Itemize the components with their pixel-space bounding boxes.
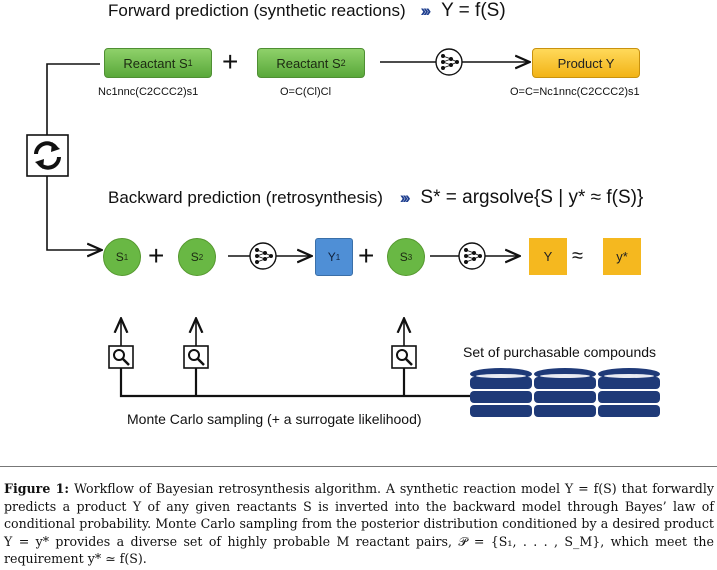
s3-sub: 3 — [407, 252, 413, 262]
smiles-product: O=C=Nc1nnc(C2CCC2)s1 — [510, 86, 640, 98]
database-icon — [470, 368, 532, 417]
reactant-s2-sub: 2 — [340, 58, 346, 68]
s1-sub: 1 — [123, 252, 129, 262]
neural-network-icon — [435, 48, 463, 76]
y-label: Y — [543, 249, 553, 264]
reactant-s2-label: Reactant S — [276, 55, 341, 71]
caption-divider — [0, 466, 717, 467]
database-icon — [598, 368, 660, 417]
s2-sub: 2 — [198, 252, 204, 262]
caption-text: Workflow of Bayesian retrosynthesis algo… — [4, 481, 714, 566]
ystar-node: y* — [603, 238, 641, 275]
backward-heading: Backward prediction (retrosynthesis) ›››… — [108, 187, 643, 209]
figure-caption: Figure 1: Workflow of Bayesian retrosynt… — [4, 480, 714, 568]
cycle-icon — [26, 134, 69, 177]
s2-label: S — [190, 250, 199, 264]
monte-carlo-label: Monte Carlo sampling (+ a surrogate like… — [127, 411, 422, 427]
forward-formula: Y = f(S) — [441, 0, 506, 21]
ystar-label: y* — [616, 249, 628, 264]
plus-sign: + — [222, 46, 239, 77]
neural-network-icon — [249, 242, 277, 270]
forward-heading: Forward prediction (synthetic reactions)… — [108, 0, 506, 22]
backward-heading-text: Backward prediction (retrosynthesis) — [108, 188, 383, 207]
diagram-graphics — [26, 48, 660, 417]
y1-label: Y — [327, 250, 336, 264]
y-node: Y — [529, 238, 567, 275]
reactant-s1-sub: 1 — [187, 58, 193, 68]
reactant-s1-label: Reactant S — [123, 55, 188, 71]
y1-sub: 1 — [335, 252, 341, 262]
plus-sign: + — [358, 240, 375, 271]
product-y-label: Product Y — [557, 55, 615, 71]
magnifier-icon — [391, 345, 417, 369]
purchasable-label: Set of purchasable compounds — [463, 344, 657, 360]
database-icon — [534, 368, 596, 417]
approx-sign: ≈ — [572, 245, 583, 267]
product-y-box: Product Y — [532, 48, 640, 78]
s3-label: S — [399, 250, 408, 264]
forward-heading-text: Forward prediction (synthetic reactions) — [108, 1, 406, 20]
backward-formula: S* = argsolve{S | y* ≈ f(S)} — [420, 187, 644, 208]
chevrons-icon: ››› — [399, 188, 411, 207]
magnifier-icon — [183, 345, 209, 369]
magnifier-icon — [108, 345, 134, 369]
smiles-reactant-1: Nc1nnc(C2CCC2)s1 — [98, 86, 199, 98]
chevrons-icon: ››› — [420, 1, 431, 20]
neural-network-icon — [458, 242, 486, 270]
smiles-reactant-2: O=C(Cl)Cl — [280, 86, 332, 98]
sampling-bus — [119, 368, 470, 398]
plus-sign: + — [148, 240, 165, 271]
caption-label: Figure 1: — [4, 481, 70, 496]
s1-label: S — [115, 250, 124, 264]
